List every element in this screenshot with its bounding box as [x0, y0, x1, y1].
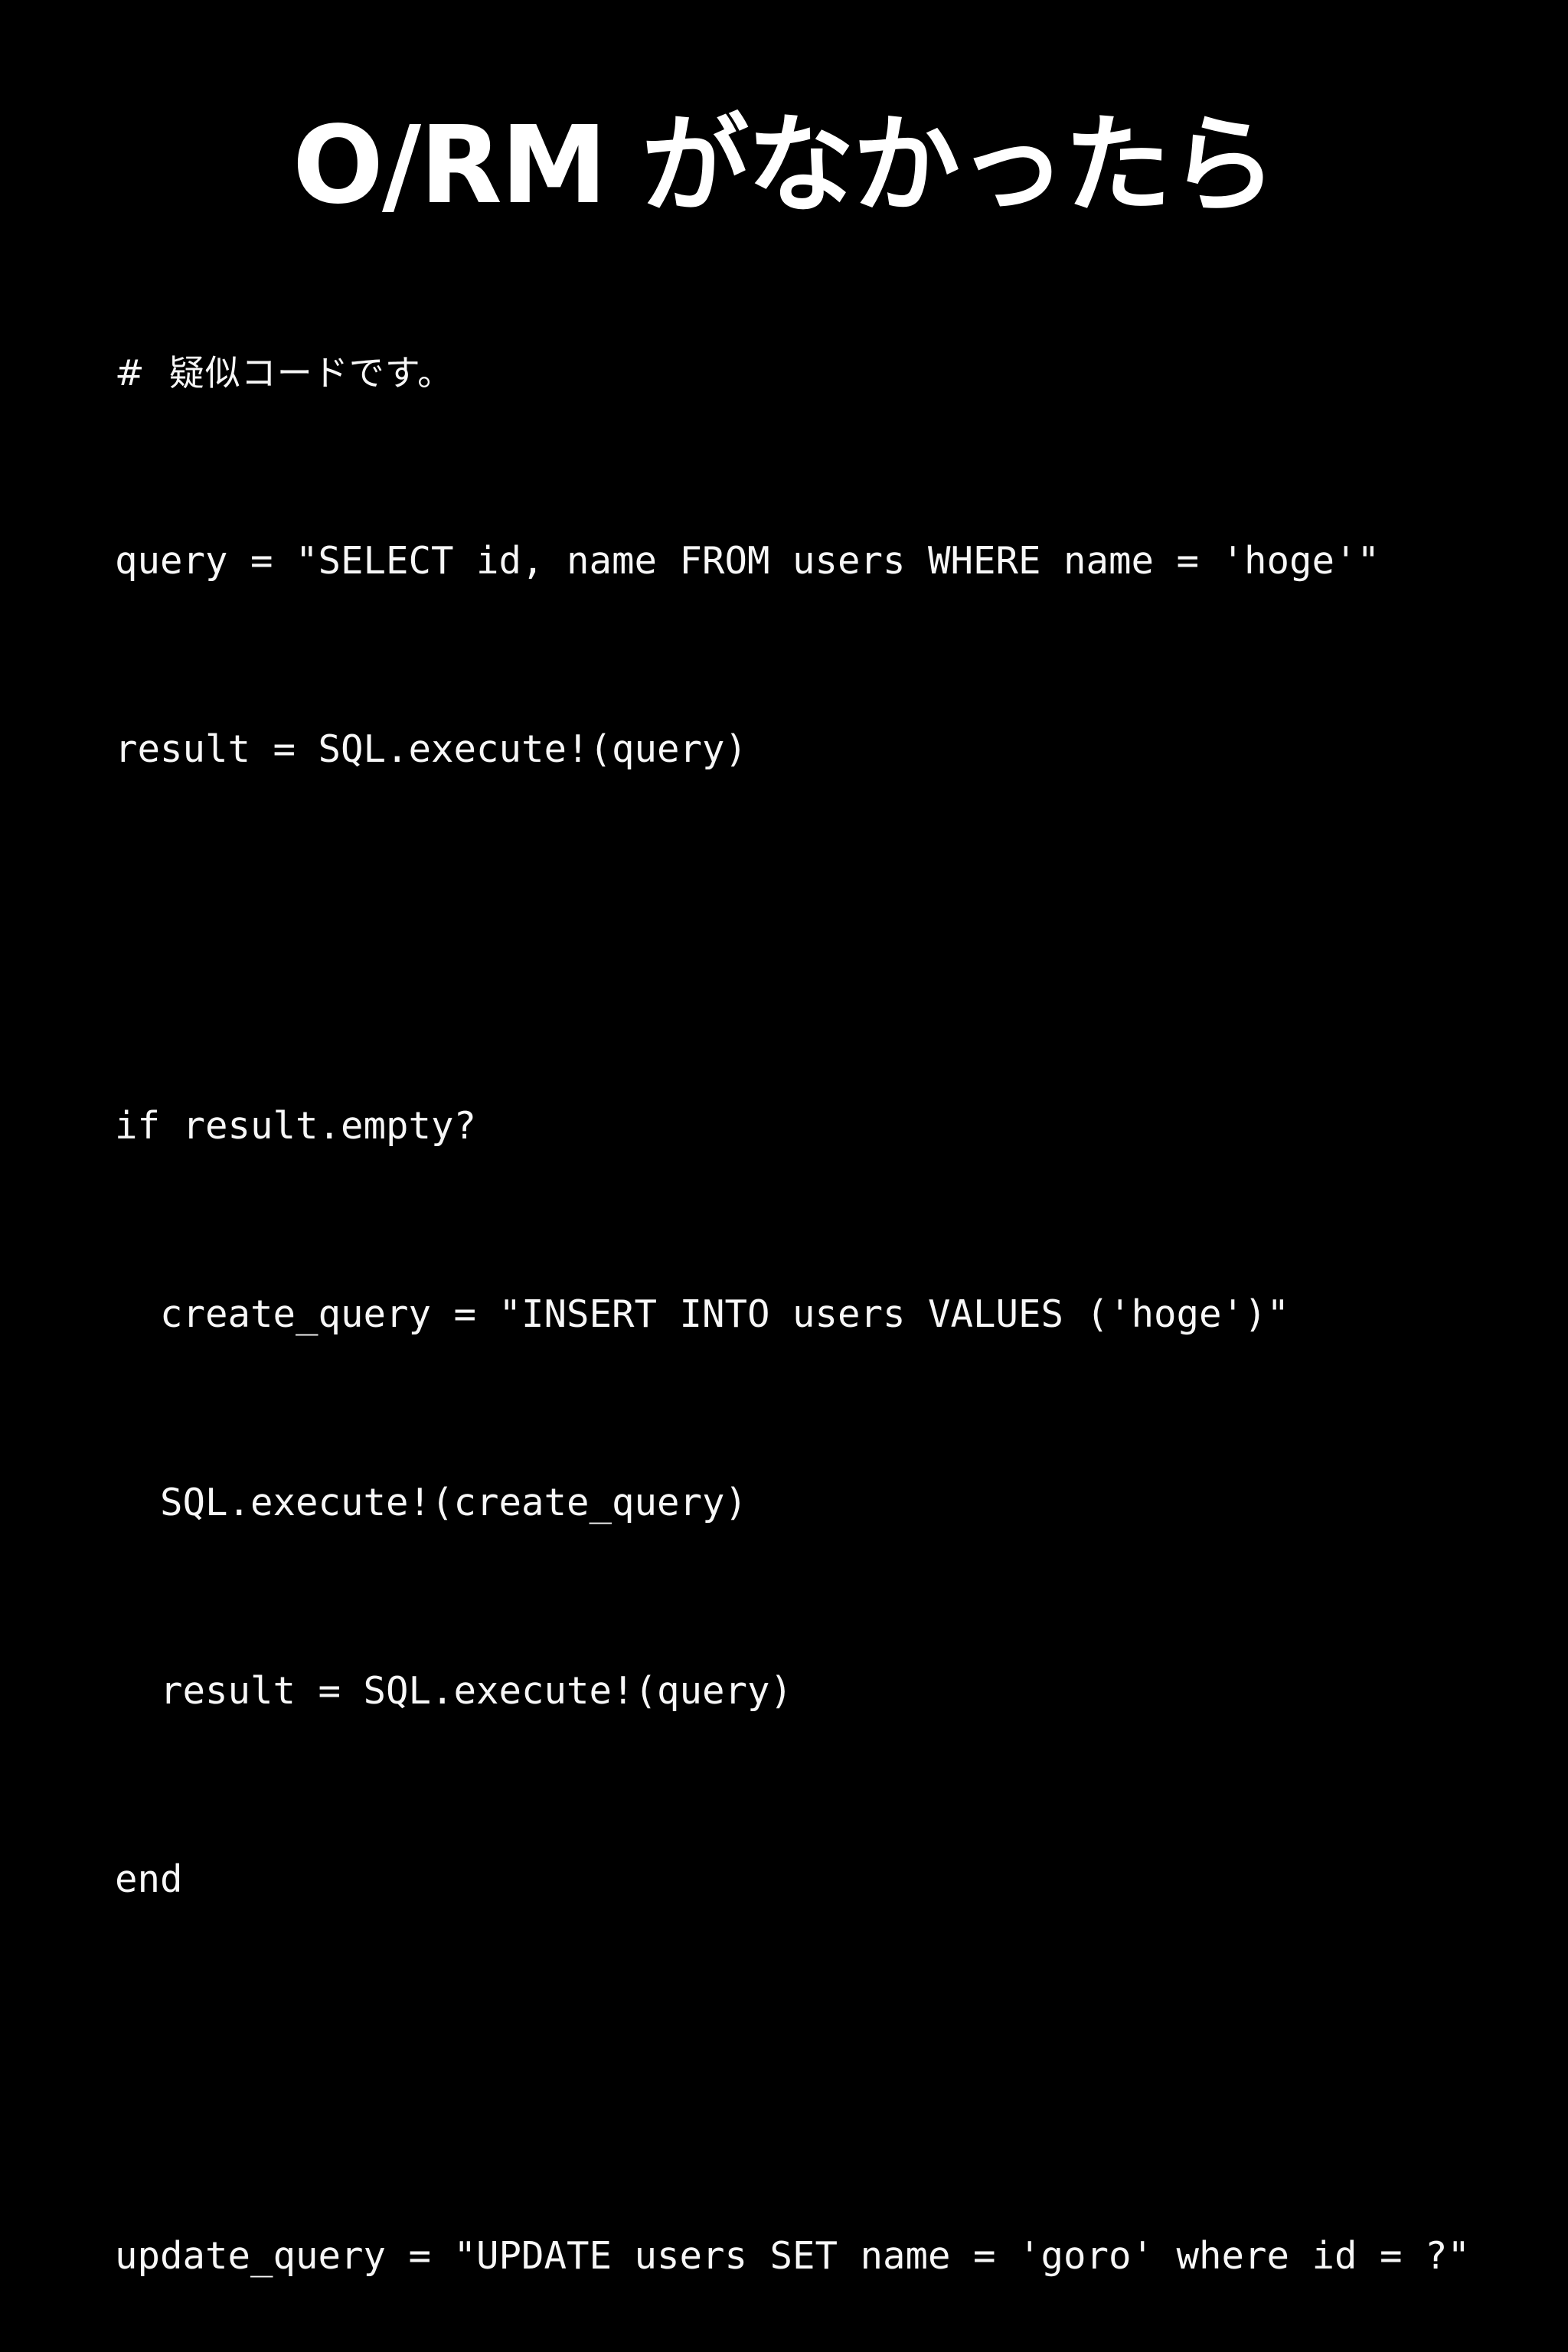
- code-line: [115, 2037, 1539, 2099]
- code-line: query = "SELECT id, name FROM users WHER…: [115, 539, 1380, 583]
- code-line: if result.empty?: [115, 1104, 477, 1148]
- presentation-slide: O/RM がなかったら # 疑似コードです。 query = "SELECT i…: [115, 103, 1471, 2278]
- code-line: result = SQL.execute!(query): [115, 1669, 793, 1713]
- code-line: create_query = "INSERT INTO users VALUES…: [115, 1292, 1290, 1336]
- code-line: end: [115, 1857, 183, 1901]
- code-line: SQL.execute!(create_query): [115, 1481, 748, 1524]
- code-line: update_query = "UPDATE users SET name = …: [115, 2234, 1471, 2278]
- code-line: result = SQL.execute!(query): [115, 727, 748, 771]
- code-line: # 疑似コードです。: [115, 352, 454, 394]
- page-title: O/RM がなかったら: [292, 103, 1277, 228]
- code-block: # 疑似コードです。 query = "SELECT id, name FROM…: [115, 216, 1539, 2352]
- code-line: [115, 906, 1539, 969]
